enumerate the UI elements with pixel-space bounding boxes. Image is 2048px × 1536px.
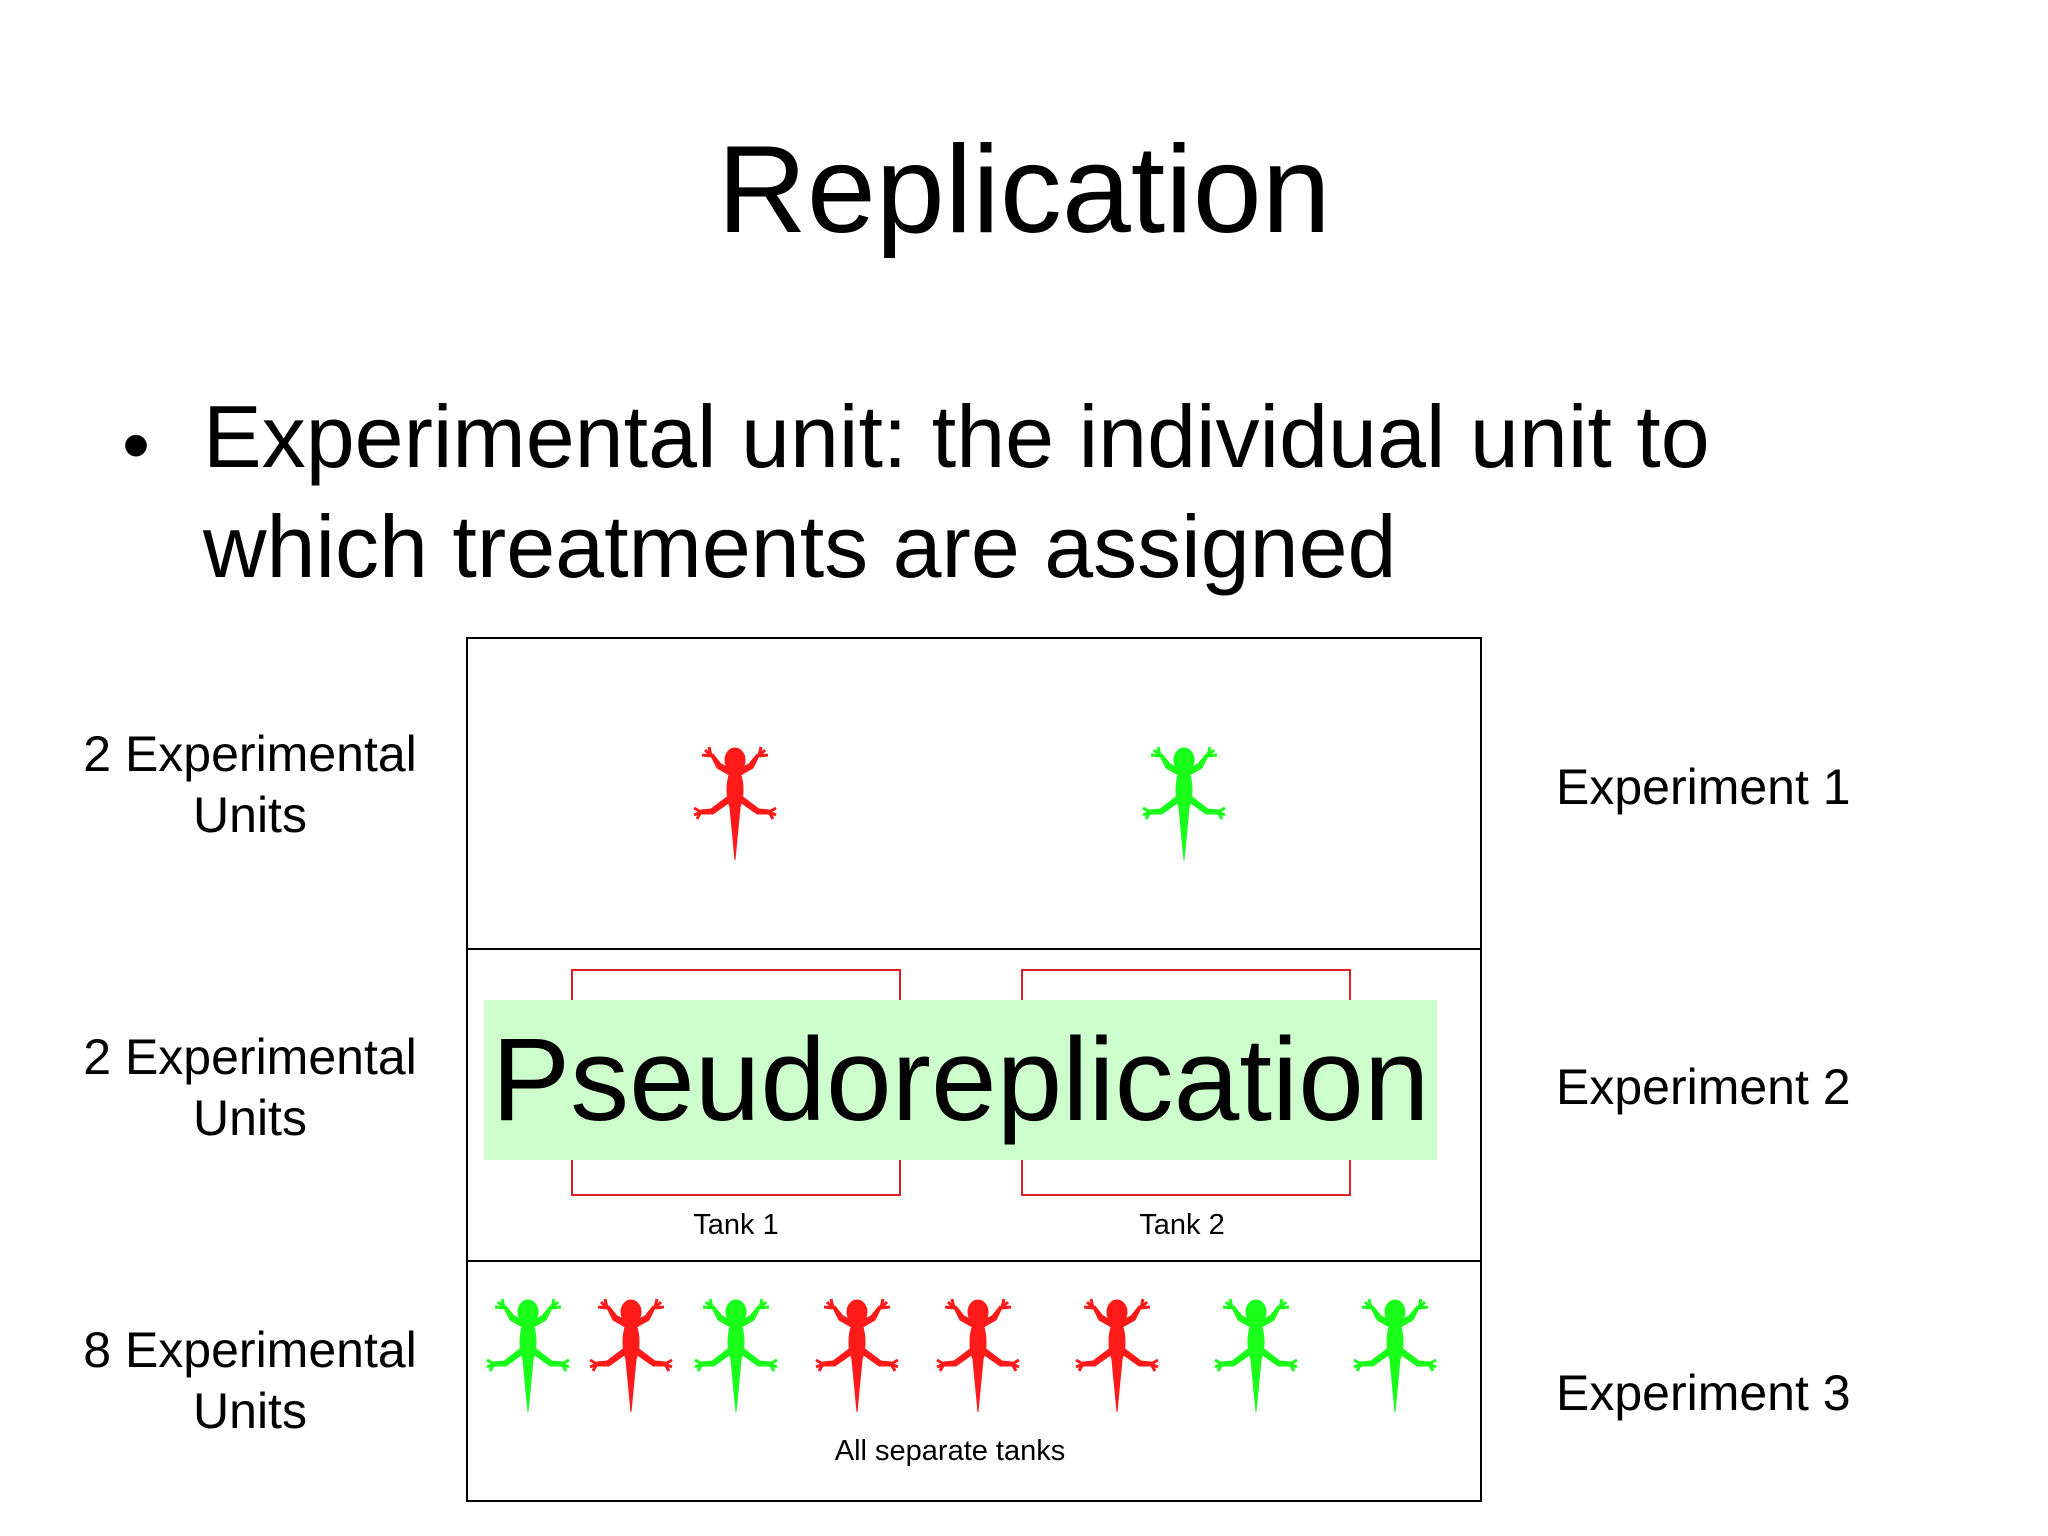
tank1-label: Tank 1: [693, 1209, 779, 1241]
experiment3-lizard-green-icon: [1352, 1297, 1438, 1414]
experiment3-lizard-red-icon: [1074, 1297, 1160, 1414]
row1-units-label: 2 Experimental Units: [83, 726, 417, 843]
pseudoreplication-overlay: Pseudoreplication: [484, 1000, 1437, 1160]
row2-units-label: 2 Experimental Units: [83, 1029, 417, 1146]
experiment1-lizard-red-icon: [692, 745, 778, 862]
experiment3-lizard-green-icon: [1213, 1297, 1299, 1414]
experiment1-lizard-green-icon: [1141, 745, 1227, 862]
experiment1-label: Experiment 1: [1556, 759, 1851, 815]
slide-title: Replication: [717, 121, 1331, 259]
experiment2-label: Experiment 2: [1556, 1059, 1851, 1115]
experiment3-lizard-red-icon: [935, 1297, 1021, 1414]
tank2-label: Tank 2: [1139, 1209, 1225, 1241]
experiment3-lizard-red-icon: [814, 1297, 900, 1414]
experiment3-box: [466, 1260, 1482, 1502]
bullet-dot: •: [122, 400, 151, 489]
experiment3-label: Experiment 3: [1556, 1365, 1851, 1421]
experiment3-lizard-green-icon: [693, 1297, 779, 1414]
row3-units-label: 8 Experimental Units: [83, 1322, 417, 1439]
experiment3-lizard-red-icon: [588, 1297, 674, 1414]
experiment3-lizard-green-icon: [485, 1297, 571, 1414]
experiment3-caption: All separate tanks: [834, 1435, 1066, 1467]
bullet-text: Experimental unit: the individual unit t…: [203, 387, 1710, 596]
